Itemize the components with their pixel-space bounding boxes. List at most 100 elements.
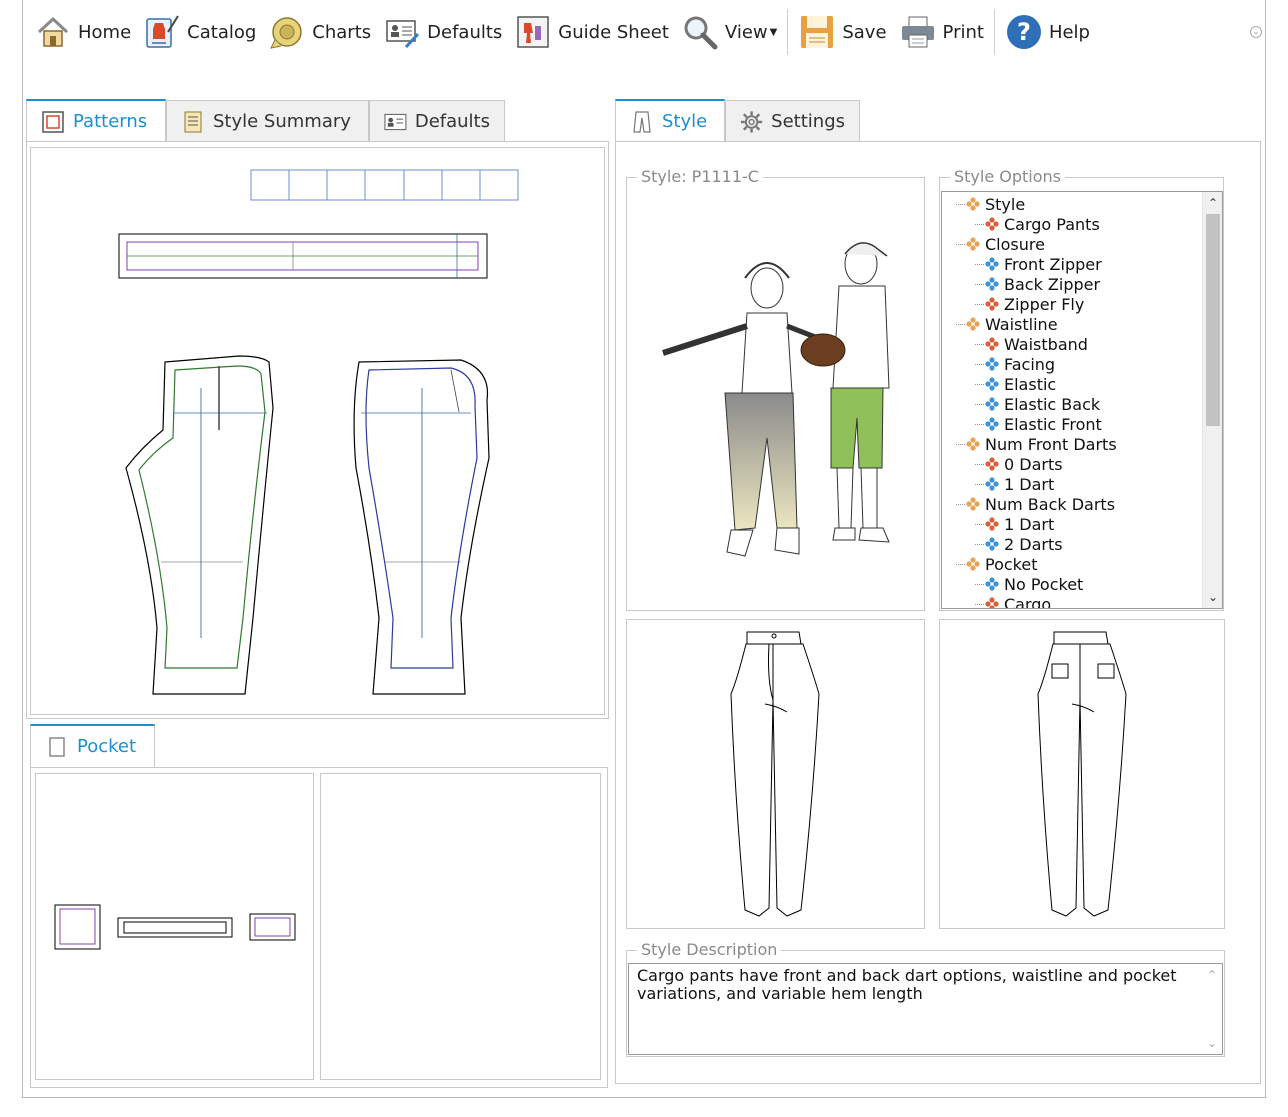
tree-option-item[interactable]: 1 Dart: [985, 474, 1054, 494]
print-button[interactable]: Print: [895, 9, 988, 55]
scroll-up-icon[interactable]: ⌃: [1207, 196, 1219, 210]
tree-node-icon: [985, 297, 999, 311]
scrollbar-thumb[interactable]: [1206, 214, 1220, 426]
tree-group-item[interactable]: Style: [966, 194, 1025, 214]
tree-node-icon: [985, 537, 999, 551]
tree-group-item[interactable]: Num Front Darts: [966, 434, 1117, 454]
front-pant-pattern-piece[interactable]: [125, 355, 274, 695]
pocket-flap-piece[interactable]: [249, 913, 296, 941]
tree-option-item[interactable]: Waistband: [985, 334, 1088, 354]
pocket-flap-strip-piece[interactable]: [117, 917, 233, 938]
patterns-icon: [42, 110, 64, 133]
tree-connector-line: [975, 544, 984, 545]
guide-sheet-label: Guide Sheet: [558, 21, 669, 43]
defaults-button[interactable]: Defaults: [379, 9, 506, 55]
tree-option-item[interactable]: Elastic Back: [985, 394, 1100, 414]
style-description-group: Style Description: [626, 940, 1225, 1057]
save-button[interactable]: Save: [794, 9, 890, 55]
toolbar-separator: [787, 9, 789, 55]
tree-node-icon: [966, 237, 980, 251]
tab-settings[interactable]: Settings: [725, 100, 860, 142]
tree-item-label: Cargo Pants: [1004, 214, 1100, 234]
charts-button[interactable]: Charts: [264, 9, 375, 55]
tree-node-icon: [985, 597, 999, 608]
tree-group-item[interactable]: Num Back Darts: [966, 494, 1115, 514]
view-label: View: [724, 21, 768, 43]
tree-option-item[interactable]: Elastic: [985, 374, 1056, 394]
tree-node-icon: [985, 477, 999, 491]
tree-connector-line: [975, 264, 984, 265]
tree-node-icon: [966, 197, 980, 211]
tree-option-item[interactable]: 2 Darts: [985, 534, 1063, 554]
tree-option-item[interactable]: Elastic Front: [985, 414, 1102, 434]
tree-connector-line: [975, 584, 984, 585]
chevron-down-icon: ▼: [769, 26, 778, 38]
tab-style[interactable]: Style: [615, 99, 725, 142]
tab-style-summary[interactable]: Style Summary: [166, 100, 369, 142]
tree-option-item[interactable]: Cargo Pants: [985, 214, 1100, 234]
style-illustration: [662, 242, 890, 557]
pattern-canvas[interactable]: [30, 147, 605, 715]
catalog-button[interactable]: Catalog: [139, 9, 260, 55]
collapse-ribbon-icon[interactable]: ⌄: [1250, 26, 1262, 38]
description-scrollbar[interactable]: ⌃ ⌄: [1202, 964, 1222, 1054]
tree-item-label: 0 Darts: [1004, 454, 1063, 474]
guide-sheet-button[interactable]: Guide Sheet: [510, 9, 673, 55]
tree-option-item[interactable]: No Pocket: [985, 574, 1083, 594]
view-dropdown-button[interactable]: View ▼: [677, 9, 781, 55]
pocket-preview-area: [320, 773, 601, 1080]
tree-connector-line: [975, 604, 984, 605]
tree-option-item[interactable]: Facing: [985, 354, 1055, 374]
magnifier-icon: [681, 13, 719, 51]
tree-group-item[interactable]: Closure: [966, 234, 1045, 254]
tree-connector-line: [975, 484, 984, 485]
waistband-pattern-piece[interactable]: [118, 233, 488, 279]
tree-option-item[interactable]: Front Zipper: [985, 254, 1102, 274]
tree-group-item[interactable]: Waistline: [966, 314, 1058, 334]
scroll-down-icon[interactable]: ⌄: [1207, 590, 1219, 604]
pocket-canvas[interactable]: [35, 773, 314, 1080]
tree-connector-line: [975, 464, 984, 465]
pocket-pattern-piece[interactable]: [54, 904, 101, 950]
tab-defaults[interactable]: Defaults: [369, 100, 505, 142]
charts-label: Charts: [312, 21, 372, 43]
scroll-up-icon[interactable]: ⌃: [1206, 968, 1218, 982]
tree-option-item[interactable]: 0 Darts: [985, 454, 1063, 474]
tree-option-item[interactable]: Cargo: [985, 594, 1051, 608]
tab-patterns[interactable]: Patterns: [26, 99, 166, 142]
save-label: Save: [842, 21, 887, 43]
tree-item-label: Style: [985, 194, 1026, 214]
pocket-icon: [49, 736, 65, 757]
printer-icon: [899, 13, 937, 51]
tree-item-label: Pocket: [985, 554, 1038, 574]
tab-pocket[interactable]: Pocket: [30, 724, 155, 767]
style-description-title: Style Description: [637, 940, 782, 959]
home-button[interactable]: Home: [30, 9, 135, 55]
tab-style-summary-label: Style Summary: [213, 111, 351, 132]
tree-item-label: Elastic: [1004, 374, 1057, 394]
tree-group-item[interactable]: Pocket: [966, 554, 1037, 574]
help-button[interactable]: ? Help: [1001, 9, 1094, 55]
svg-text:?: ?: [1017, 18, 1031, 46]
tree-scrollbar[interactable]: ⌃ ⌄: [1202, 192, 1222, 608]
tree-item-label: Num Front Darts: [985, 434, 1117, 454]
tab-style-label: Style: [662, 111, 708, 132]
tree-connector-line: [975, 404, 984, 405]
tab-settings-label: Settings: [771, 111, 845, 132]
tree-connector-line: [975, 224, 984, 225]
scroll-down-icon[interactable]: ⌄: [1206, 1036, 1218, 1050]
style-image-group: Style: P1111-C: [626, 167, 925, 611]
defaults-card-icon: [384, 113, 407, 130]
tree-option-item[interactable]: Back Zipper: [985, 274, 1100, 294]
style-description-text[interactable]: Cargo pants have front and back dart opt…: [628, 963, 1223, 1055]
tab-defaults-label: Defaults: [414, 111, 490, 132]
home-icon: [34, 13, 72, 51]
pattern-piece-strip[interactable]: [250, 169, 519, 201]
tree-option-item[interactable]: 1 Dart: [985, 514, 1054, 534]
tree-connector-line: [975, 284, 984, 285]
tree-connector-line: [975, 364, 984, 365]
tree-option-item[interactable]: Zipper Fly: [985, 294, 1084, 314]
tree-node-icon: [985, 377, 999, 391]
back-pant-pattern-piece[interactable]: [353, 359, 490, 695]
